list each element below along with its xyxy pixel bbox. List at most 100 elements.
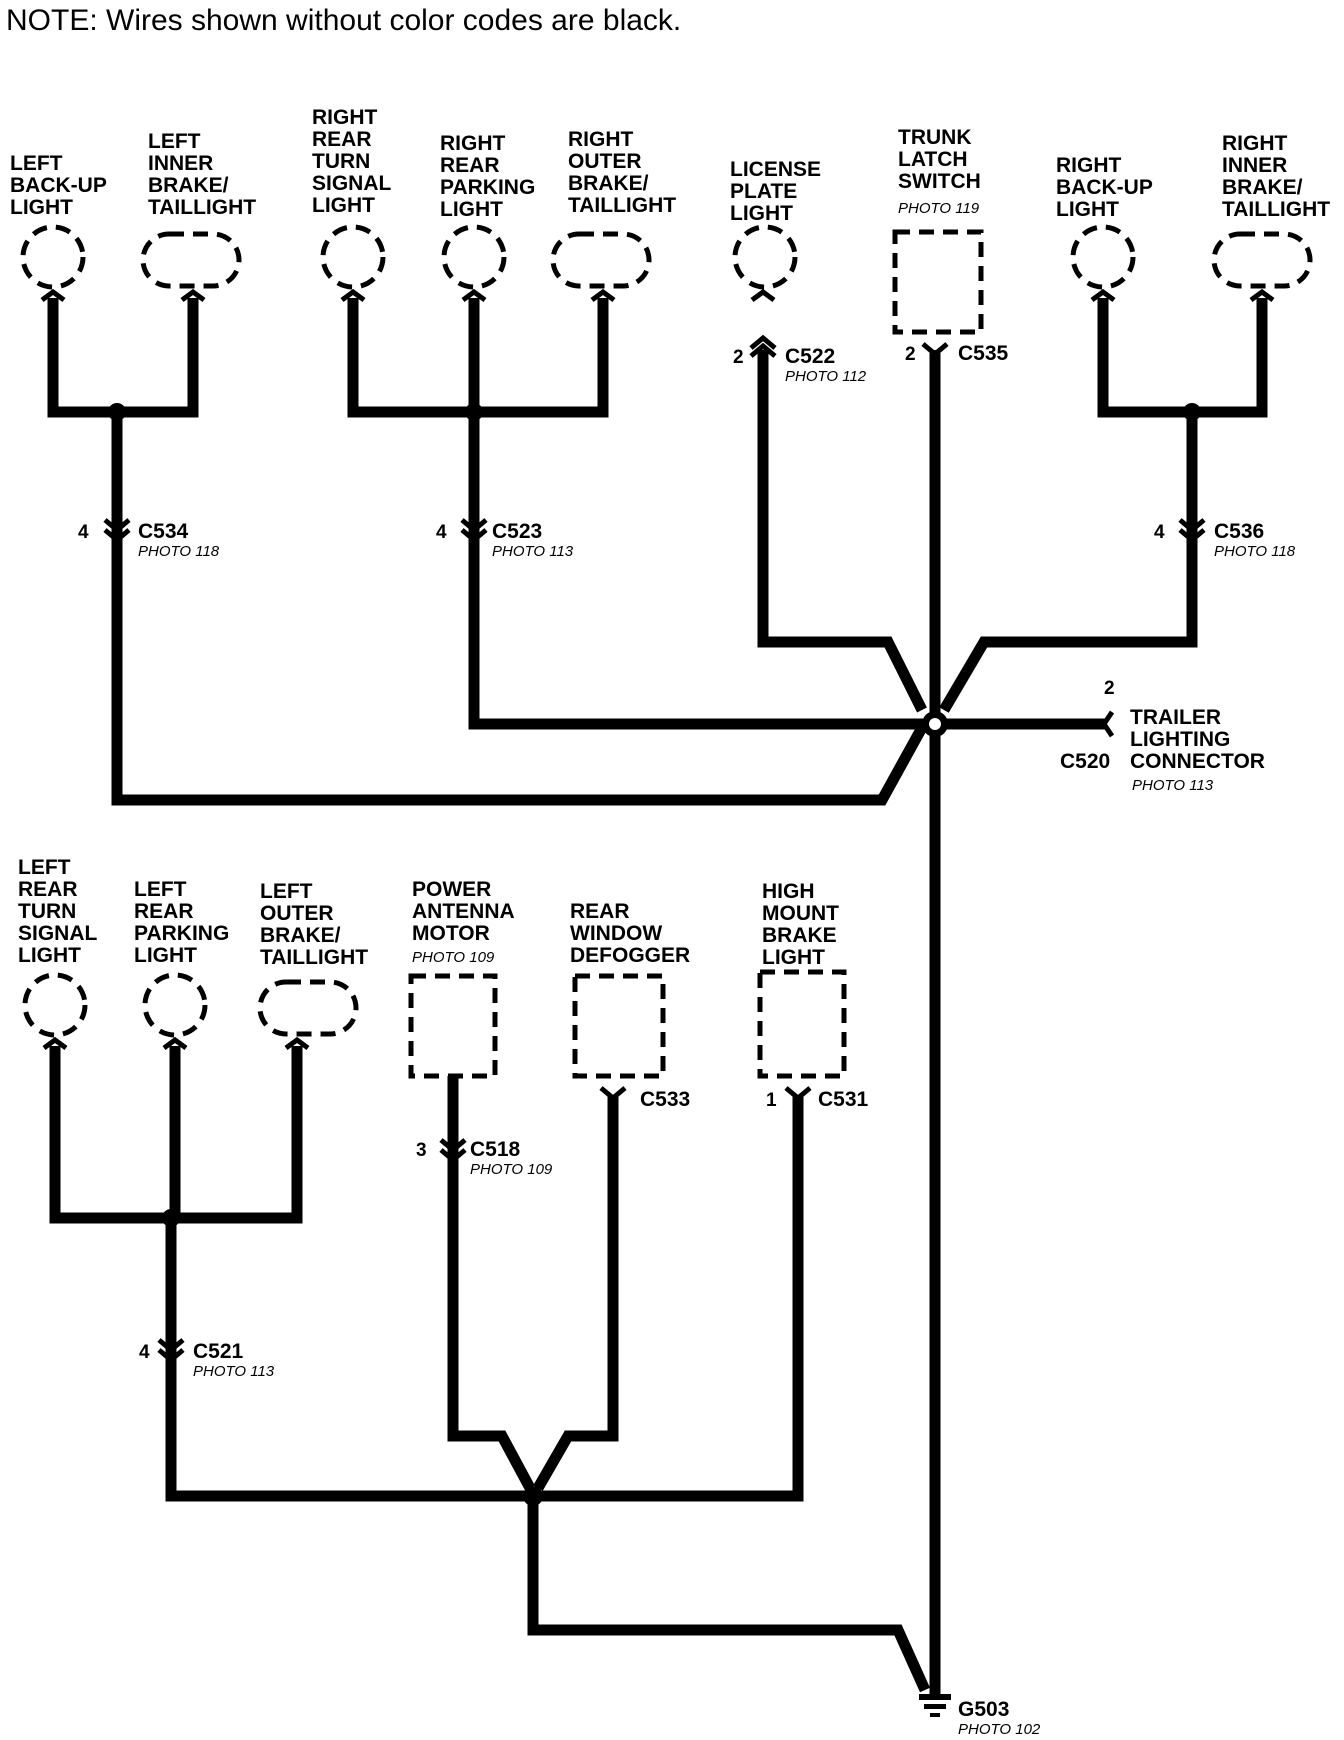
right-backup-light-label: RIGHT BACK-UP LIGHT — [1056, 154, 1158, 221]
splice-main-center — [929, 718, 941, 730]
terminal-cap-license-plate — [750, 288, 776, 303]
license-plate-light-label: LICENSE PLATE LIGHT — [730, 158, 827, 225]
c520-label: C520 — [1060, 750, 1110, 773]
terminal-cap-right-backup — [1090, 288, 1116, 303]
g503-photo-ref: PHOTO 102 — [958, 1721, 1041, 1738]
left-outer-brake-label: LEFT OUTER BRAKE/ TAILLIGHT — [260, 880, 368, 969]
c533-connector-icon — [599, 1086, 627, 1102]
right-outer-brake-label: RIGHT OUTER BRAKE/ TAILLIGHT — [568, 128, 676, 217]
c536-connector-icon — [1178, 518, 1206, 544]
terminal-cap-right-rear-parking — [461, 288, 487, 303]
rear-defogger-label: REAR WINDOW DEFOGGER — [570, 900, 690, 967]
right-rear-turn-label: RIGHT REAR TURN SIGNAL LIGHT — [312, 106, 397, 217]
power-antenna-label: POWER ANTENNA MOTOR — [412, 878, 520, 945]
c533-defogger-wire — [533, 1095, 619, 1491]
terminal-cap-left-rear-turn — [42, 1036, 68, 1051]
g503-label: G503 — [958, 1698, 1009, 1721]
c521-connector-icon — [157, 1338, 185, 1364]
c521-pin: 4 — [139, 1342, 150, 1363]
terminal-cap-right-rear-turn — [340, 288, 366, 303]
right-rear-parking-bulb-icon — [441, 224, 507, 290]
c522-label: C522 — [785, 345, 835, 368]
c533-label: C533 — [640, 1088, 690, 1111]
right-backup-light-bulb-icon — [1070, 224, 1136, 290]
trailer-connector-label: TRAILER LIGHTING CONNECTOR — [1130, 706, 1265, 773]
c536-photo-ref: PHOTO 118 — [1214, 543, 1296, 560]
c523-pin: 4 — [436, 522, 447, 543]
c518-antenna-wire — [447, 1076, 535, 1491]
trunk-latch-photo-ref: PHOTO 119 — [898, 200, 980, 217]
left-backup-light-label: LEFT BACK-UP LIGHT — [10, 152, 112, 219]
c534-connector-icon — [103, 518, 131, 544]
left-backup-light-bulb-icon — [20, 224, 86, 290]
left-outer-brake-bulb-icon — [257, 979, 359, 1037]
lower-splice-ground-wire — [527, 1496, 931, 1693]
rear-defogger-box — [572, 973, 666, 1079]
high-mount-brake-label: HIGH MOUNT BRAKE LIGHT — [762, 880, 845, 969]
c522-pin: 2 — [733, 347, 744, 368]
terminal-cap-left-outer-brake — [284, 1036, 310, 1051]
c523-connector-icon — [460, 518, 488, 544]
c522-connector-icon — [749, 334, 777, 358]
terminal-cap-left-backup — [40, 288, 66, 303]
c531-pin: 1 — [766, 1090, 777, 1111]
left-rear-turn-label: LEFT REAR TURN SIGNAL LIGHT — [18, 856, 103, 967]
c531-label: C531 — [818, 1088, 869, 1111]
wire-color-note: NOTE: Wires shown without color codes ar… — [6, 4, 681, 37]
left-rear-parking-label: LEFT REAR PARKING LIGHT — [134, 878, 235, 967]
license-plate-bulb-icon — [732, 224, 798, 290]
splice-upper-right — [1183, 403, 1201, 421]
trunk-latch-switch-label: TRUNK LATCH SWITCH — [898, 126, 981, 193]
c518-photo-ref: PHOTO 109 — [470, 1161, 553, 1178]
splice-upper-left — [108, 403, 126, 421]
c536-pin: 4 — [1154, 522, 1165, 543]
splice-lower-middle — [523, 1486, 543, 1506]
c520-photo-ref: PHOTO 113 — [1132, 777, 1214, 794]
c523-ground-wire — [468, 412, 934, 730]
c536-ground-wire — [939, 412, 1198, 713]
left-rear-lamps-wire — [47, 298, 199, 418]
terminal-cap-left-inner-brake — [180, 288, 206, 303]
c536-label: C536 — [1214, 520, 1264, 543]
c531-connector-icon — [784, 1086, 812, 1102]
connector-symbols — [103, 334, 1206, 1364]
right-outer-brake-bulb-icon — [550, 231, 652, 289]
terminal-caps — [40, 288, 1275, 1051]
c520-connector-icon — [1100, 710, 1115, 738]
splice-upper-middle — [465, 403, 483, 421]
c518-connector-icon — [439, 1138, 467, 1164]
c535-label: C535 — [958, 342, 1009, 365]
right-inner-brake-label: RIGHT INNER BRAKE/ TAILLIGHT — [1222, 132, 1330, 221]
c521-label: C521 — [193, 1340, 244, 1363]
trunk-latch-switch-box — [892, 229, 984, 335]
c522-ground-wire — [757, 350, 927, 713]
c523-label: C523 — [492, 520, 542, 543]
right-inner-brake-bulb-icon — [1211, 231, 1313, 289]
left-inner-brake-bulb-icon — [140, 231, 242, 289]
right-rear-parking-label: RIGHT REAR PARKING LIGHT — [440, 132, 541, 221]
power-antenna-photo-ref: PHOTO 109 — [412, 949, 495, 966]
terminal-cap-left-rear-parking — [162, 1036, 188, 1051]
left-rear-turn-bulb-icon — [22, 972, 88, 1038]
splice-lower-left — [162, 1209, 180, 1227]
right-rear-turn-bulb-icon — [320, 224, 386, 290]
c520-pin: 2 — [1104, 678, 1115, 699]
c518-pin: 3 — [416, 1140, 427, 1161]
c534-pin: 4 — [78, 522, 89, 543]
c522-photo-ref: PHOTO 112 — [785, 368, 867, 385]
c534-label: C534 — [138, 520, 189, 543]
terminal-cap-right-outer-brake — [590, 288, 616, 303]
high-mount-brake-box — [757, 969, 847, 1079]
c535-pin: 2 — [905, 344, 916, 365]
c521-photo-ref: PHOTO 113 — [193, 1363, 275, 1380]
power-antenna-motor-box — [408, 973, 498, 1079]
left-inner-brake-label: LEFT INNER BRAKE/ TAILLIGHT — [148, 130, 256, 219]
c518-label: C518 — [470, 1138, 521, 1161]
c523-photo-ref: PHOTO 113 — [492, 543, 574, 560]
c535-connector-icon — [921, 342, 949, 358]
c534-photo-ref: PHOTO 118 — [138, 543, 220, 560]
terminal-cap-right-inner-brake — [1249, 288, 1275, 303]
c534-ground-wire — [111, 412, 929, 806]
ground-symbol-icon — [919, 1694, 951, 1717]
